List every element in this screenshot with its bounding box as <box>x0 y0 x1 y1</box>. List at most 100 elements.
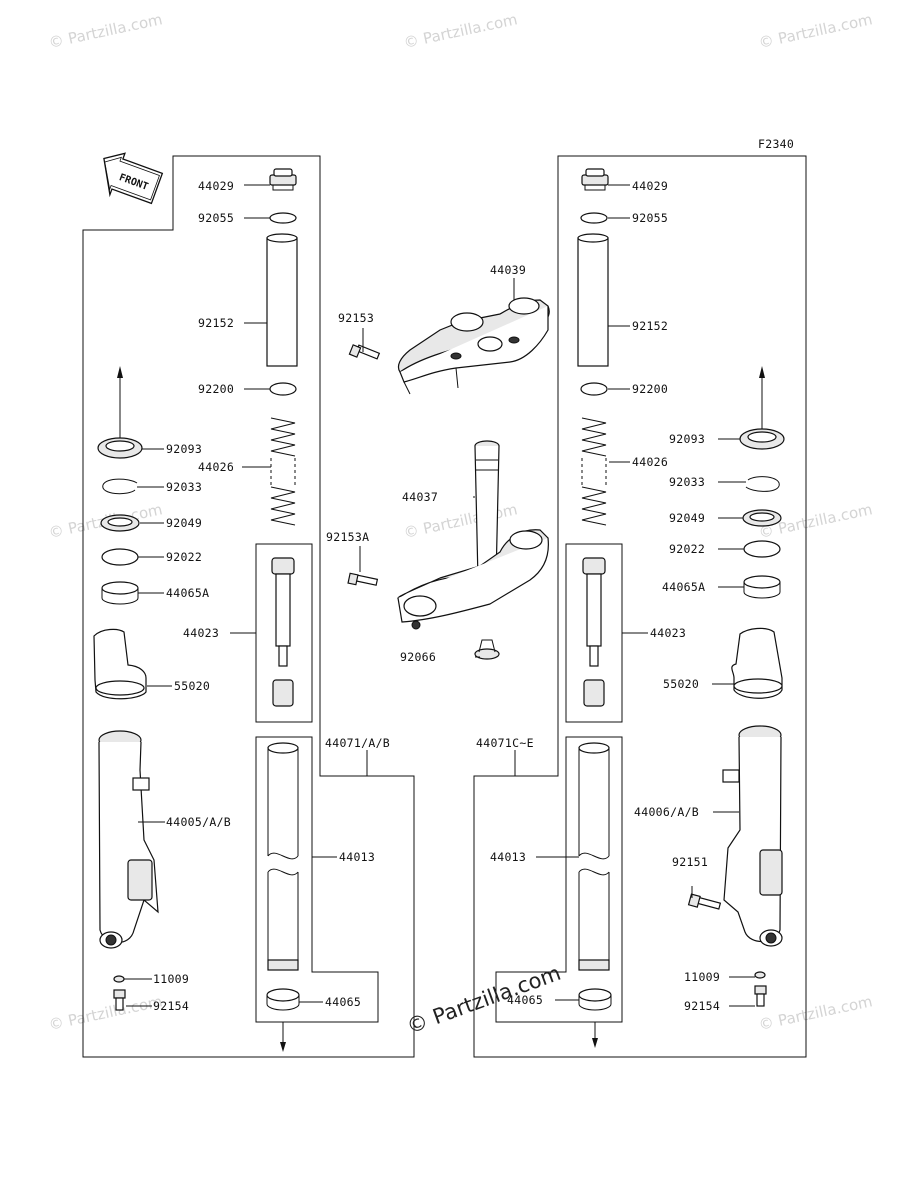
part-label: 55020 <box>663 677 699 691</box>
bolt-part-left <box>113 989 126 1011</box>
o-ring-part-left <box>269 212 297 224</box>
part-label: 92200 <box>198 382 234 396</box>
dust-seal-part-right <box>739 428 785 450</box>
watermark: © Partzilla.com <box>757 992 874 1034</box>
guide-bushing-part-left <box>101 581 139 605</box>
part-label: 55020 <box>174 679 210 693</box>
figure-code: F2340 <box>758 137 794 151</box>
part-label: 92055 <box>198 211 234 225</box>
fork-guard-part-right <box>731 627 783 699</box>
circlip-part-left <box>102 478 138 495</box>
outer-fork-tube-part-right <box>722 725 783 947</box>
part-label: 92154 <box>684 999 720 1013</box>
part-label: 44037 <box>402 490 438 504</box>
part-label: 92049 <box>669 511 705 525</box>
clamp-bolt-part <box>347 572 379 586</box>
clamp-bolt-part <box>348 344 381 360</box>
part-label: 92152 <box>632 319 668 333</box>
part-label: 44065A <box>166 586 209 600</box>
part-label: 44013 <box>339 850 375 864</box>
arrow-head-icon <box>280 1042 286 1052</box>
cylinder-part-left <box>271 557 295 707</box>
part-label: 92066 <box>400 650 436 664</box>
watermark: © Partzilla.com <box>757 10 874 52</box>
seal-washer-part-left <box>101 548 139 566</box>
inner-fork-tube-part-left <box>267 742 299 971</box>
front-arrow-icon: FRONT <box>103 152 164 205</box>
part-label: 92049 <box>166 516 202 530</box>
o-ring-part-right <box>580 212 608 224</box>
part-label: 92153A <box>326 530 369 544</box>
part-label: 92033 <box>166 480 202 494</box>
outer-fork-tube-part-left <box>98 730 159 949</box>
washer-part-left <box>269 382 297 396</box>
inner-fork-tube-part-right <box>578 742 610 971</box>
part-label: 92022 <box>669 542 705 556</box>
right-outer-tube-box <box>495 736 623 1023</box>
part-label: 44065 <box>325 995 361 1009</box>
part-label: 92152 <box>198 316 234 330</box>
arrow-head-icon <box>759 366 765 378</box>
part-label: 11009 <box>684 970 720 984</box>
arrow-head-icon <box>592 1038 598 1048</box>
left-outer-tube-box <box>255 736 379 1023</box>
circlip-part-right <box>745 476 780 492</box>
part-label: 11009 <box>153 972 189 986</box>
part-label: 44071/A/B <box>325 736 390 750</box>
washer-part-right <box>580 382 608 396</box>
part-number-labels: 44029 92055 92152 92200 92093 44026 9203… <box>153 179 720 1013</box>
leader-lines <box>124 184 755 1007</box>
fork-spring-part-left <box>270 417 296 526</box>
cap-bolt-part-right <box>581 168 609 191</box>
part-label: 44029 <box>198 179 234 193</box>
bolt-part-right-92151 <box>687 893 722 910</box>
watermark: © Partzilla.com <box>402 500 519 542</box>
part-label: 92022 <box>166 550 202 564</box>
part-label: 92093 <box>669 432 705 446</box>
slide-bushing-part-left <box>266 988 300 1011</box>
part-label: 92154 <box>153 999 189 1013</box>
right-fork-outline <box>473 155 807 1058</box>
stem-cap-part <box>474 639 500 660</box>
part-label: 44005/A/B <box>166 815 231 829</box>
watermark: © Partzilla.com <box>47 10 164 52</box>
part-label: 44023 <box>183 626 219 640</box>
slide-bushing-part-right <box>578 988 612 1011</box>
gasket-part-right <box>754 971 766 979</box>
spacer-tube-part-right <box>577 233 609 367</box>
part-label: 92151 <box>672 855 708 869</box>
fork-spring-part-right <box>581 417 607 526</box>
part-label: 44006/A/B <box>634 805 699 819</box>
upper-triple-clamp-part <box>397 297 550 395</box>
part-label: 44071C~E <box>476 736 534 750</box>
cylinder-part-right <box>582 557 606 707</box>
part-label: 44065A <box>662 580 705 594</box>
part-label: 44065 <box>507 993 543 1007</box>
left-fork-outline <box>82 155 415 1058</box>
spacer-tube-part-left <box>266 233 298 367</box>
part-label: 92200 <box>632 382 668 396</box>
part-label: 44023 <box>650 626 686 640</box>
part-label: 44026 <box>198 460 234 474</box>
watermark: © Partzilla.com <box>402 10 519 52</box>
dust-seal-part-left <box>97 437 143 459</box>
fork-guard-part-left <box>93 628 147 700</box>
steering-stem-part <box>397 440 549 630</box>
part-label: 92093 <box>166 442 202 456</box>
part-label: 92033 <box>669 475 705 489</box>
bolt-part-right <box>754 985 767 1007</box>
part-label: 44029 <box>632 179 668 193</box>
gasket-part-left <box>113 975 125 983</box>
cap-bolt-part-left <box>269 168 297 191</box>
part-label: 44039 <box>490 263 526 277</box>
oil-seal-part-left <box>100 514 140 532</box>
part-label: 92055 <box>632 211 668 225</box>
oil-seal-part-right <box>742 509 782 527</box>
part-label: 44013 <box>490 850 526 864</box>
seal-washer-part-right <box>743 540 781 558</box>
guide-bushing-part-right <box>743 575 781 599</box>
watermark: © Partzilla.com <box>47 992 164 1034</box>
arrow-head-icon <box>117 366 123 378</box>
part-label: 44026 <box>632 455 668 469</box>
